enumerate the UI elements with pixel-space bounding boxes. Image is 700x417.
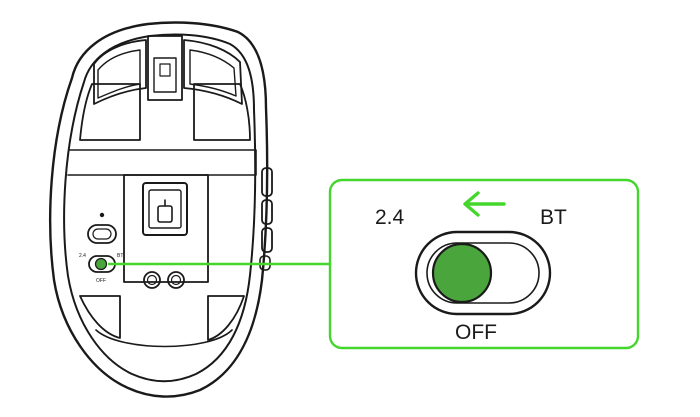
round-foot-right-inner: [170, 274, 182, 286]
lower-left-foot: [79, 295, 121, 339]
sensor-housing: [123, 174, 209, 283]
round-foot-left-inner: [146, 274, 158, 286]
mouse-bottom-view: [49, 21, 273, 398]
mouse-outer-shell: [49, 21, 269, 398]
callout-switch-track-inner: [426, 242, 540, 304]
bottom-curve: [95, 329, 233, 348]
mouse-label-2-4: 2.4: [79, 253, 86, 259]
mouse-label-bt: BT: [117, 253, 123, 259]
dpi-button[interactable]: [87, 224, 117, 244]
upper-left-foot: [79, 83, 141, 141]
dpi-indicator-dot: [99, 212, 105, 218]
round-foot-right: [167, 271, 185, 289]
callout-label-bt: BT: [540, 206, 567, 229]
mouse-slider-knob: [94, 257, 108, 271]
round-foot-left: [143, 271, 161, 289]
mouse-label-off: OFF: [96, 278, 106, 284]
center-clip: [147, 35, 183, 101]
lower-right-foot: [207, 295, 245, 341]
base-plate-divider: [67, 149, 257, 176]
arrow-left-icon: [463, 191, 506, 217]
sensor-window: [142, 182, 188, 236]
center-clip-inner: [153, 57, 177, 93]
mouse-inner-shell: [63, 33, 257, 383]
center-clip-slot: [159, 63, 171, 77]
sensor-window-inner: [148, 189, 182, 229]
callout-label-2-4: 2.4: [375, 206, 405, 229]
side-button-2: [261, 199, 273, 225]
side-button-1: [261, 167, 273, 197]
sensor-lens: [157, 205, 173, 223]
side-button-3: [261, 227, 273, 253]
upper-right-foot: [193, 83, 251, 141]
left-button-panel: [93, 39, 147, 105]
right-button-panel-inner: [189, 49, 237, 97]
dpi-button-inner: [92, 228, 112, 240]
callout-label-off: OFF: [455, 321, 497, 344]
callout-switch-knob: [431, 242, 493, 304]
right-button-panel: [183, 39, 243, 105]
